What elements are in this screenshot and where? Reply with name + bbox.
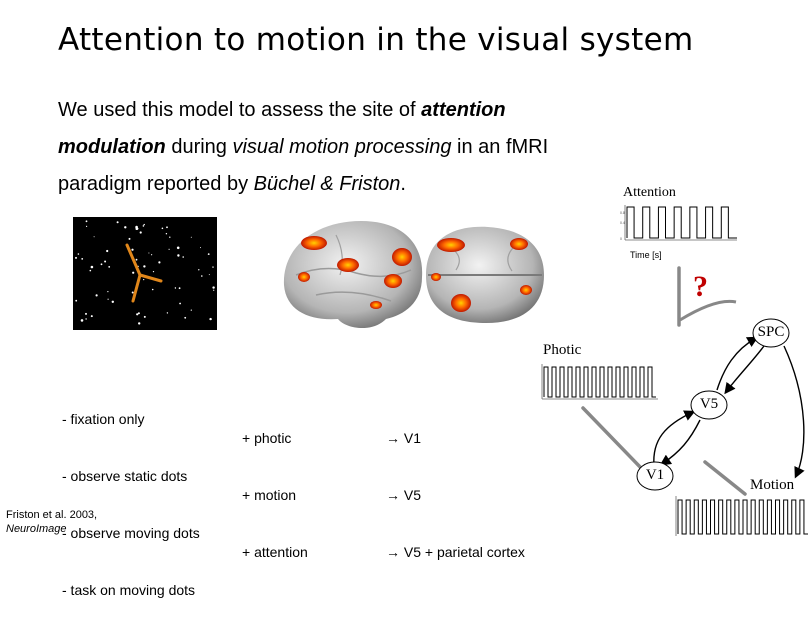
condition-item: - observe static dots — [62, 468, 188, 484]
dcm-model-diagram: 0.8 0.4 0 — [536, 203, 810, 540]
svg-text:0.4: 0.4 — [620, 221, 625, 225]
spc-node-label: SPC — [757, 324, 785, 340]
intro-text-3: in an fMRI paradigm reported by — [58, 136, 549, 195]
citation-line-1: Friston et al. 2003, — [6, 509, 98, 521]
result-item: → V5 + parietal cortex — [386, 544, 525, 560]
intro-emph-visual-motion: visual motion processing — [232, 136, 452, 158]
photic-timeseries-plot — [536, 362, 660, 402]
attention-timeseries-plot: 0.8 0.4 0 — [619, 203, 739, 243]
time-axis-label: Time [s] — [630, 250, 662, 260]
moving-dots-stimulus-image — [73, 217, 217, 330]
photic-input-arrow — [581, 406, 645, 472]
brain-activation-image — [276, 215, 546, 340]
intro-text-2: during — [165, 136, 233, 158]
right-arrow-icon: → — [386, 487, 400, 503]
v1-node-label: V1 — [645, 467, 665, 483]
right-arrow-icon: → — [386, 544, 400, 560]
slide-title: Attention to motion in the visual system — [58, 22, 694, 58]
motion-timeseries-plot — [670, 494, 810, 540]
v1-node — [636, 461, 674, 491]
spc-node — [752, 318, 790, 348]
condition-item: - task on moving dots — [62, 582, 196, 598]
dots-graphic — [75, 220, 215, 325]
question-mark: ? — [693, 270, 708, 303]
citation: Friston et al. 2003, NeuroImage — [6, 508, 97, 536]
attention-modulation-arrow — [679, 299, 737, 322]
motion-input-label: Motion — [750, 477, 795, 493]
citation-line-2: NeuroImage — [6, 523, 67, 535]
result-item: → V1 — [386, 430, 422, 446]
condition-item: - fixation only — [62, 411, 145, 427]
result-item: → V5 — [386, 487, 422, 503]
photic-input-label: Photic — [543, 342, 582, 358]
contrast-item: + motion — [242, 487, 297, 503]
svg-text:0: 0 — [620, 237, 622, 241]
intro-paragraph: We used this model to assess the site of… — [58, 92, 618, 203]
intro-text-4: . — [400, 173, 406, 195]
intro-text-1: We used this model to assess the site of — [58, 99, 422, 121]
right-arrow-icon: → — [386, 430, 400, 446]
contrast-item: + photic — [242, 430, 292, 446]
v5-node-label: V5 — [699, 396, 719, 412]
intro-emph-attention-modulation: attention modulation — [58, 99, 506, 158]
motion-input-arrow — [703, 460, 747, 496]
contrast-item: + attention — [242, 544, 308, 560]
condition-item: - observe moving dots — [62, 525, 200, 541]
attention-input-label: Attention — [623, 185, 676, 200]
v5-node — [690, 390, 728, 420]
intro-emph-authors: Büchel & Friston — [253, 173, 401, 195]
svg-text:0.8: 0.8 — [620, 211, 625, 215]
